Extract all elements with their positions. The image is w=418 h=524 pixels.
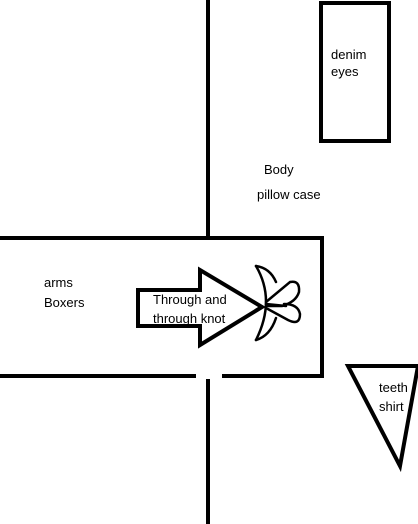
boxers-text: Boxers [44,295,85,310]
denim-text: denim [331,47,367,62]
body-label: Body [264,162,294,177]
teeth-text: teeth [379,380,408,395]
arms-boxers-box [0,236,324,378]
denim-eyes-box [319,1,391,143]
teeth-shirt-triangle [344,364,418,473]
shirt-text: shirt [379,399,404,414]
eyes-text: eyes [331,64,359,79]
teeth-shirt-label: teeth shirt [379,379,408,415]
denim-eyes-label: denim eyes [331,46,366,80]
scissors-knot-icon [254,264,302,342]
pillow-case-label: pillow case [257,187,321,202]
arms-boxers-label: arms Boxers [44,274,84,311]
through-knot-text: through knot [153,311,226,326]
through-knot-label: Through and through knot [153,291,227,327]
arms-text: arms [44,275,73,290]
through-arrow [136,266,266,349]
box-edge-gap [196,373,222,379]
through-and-text: Through and [153,292,227,307]
